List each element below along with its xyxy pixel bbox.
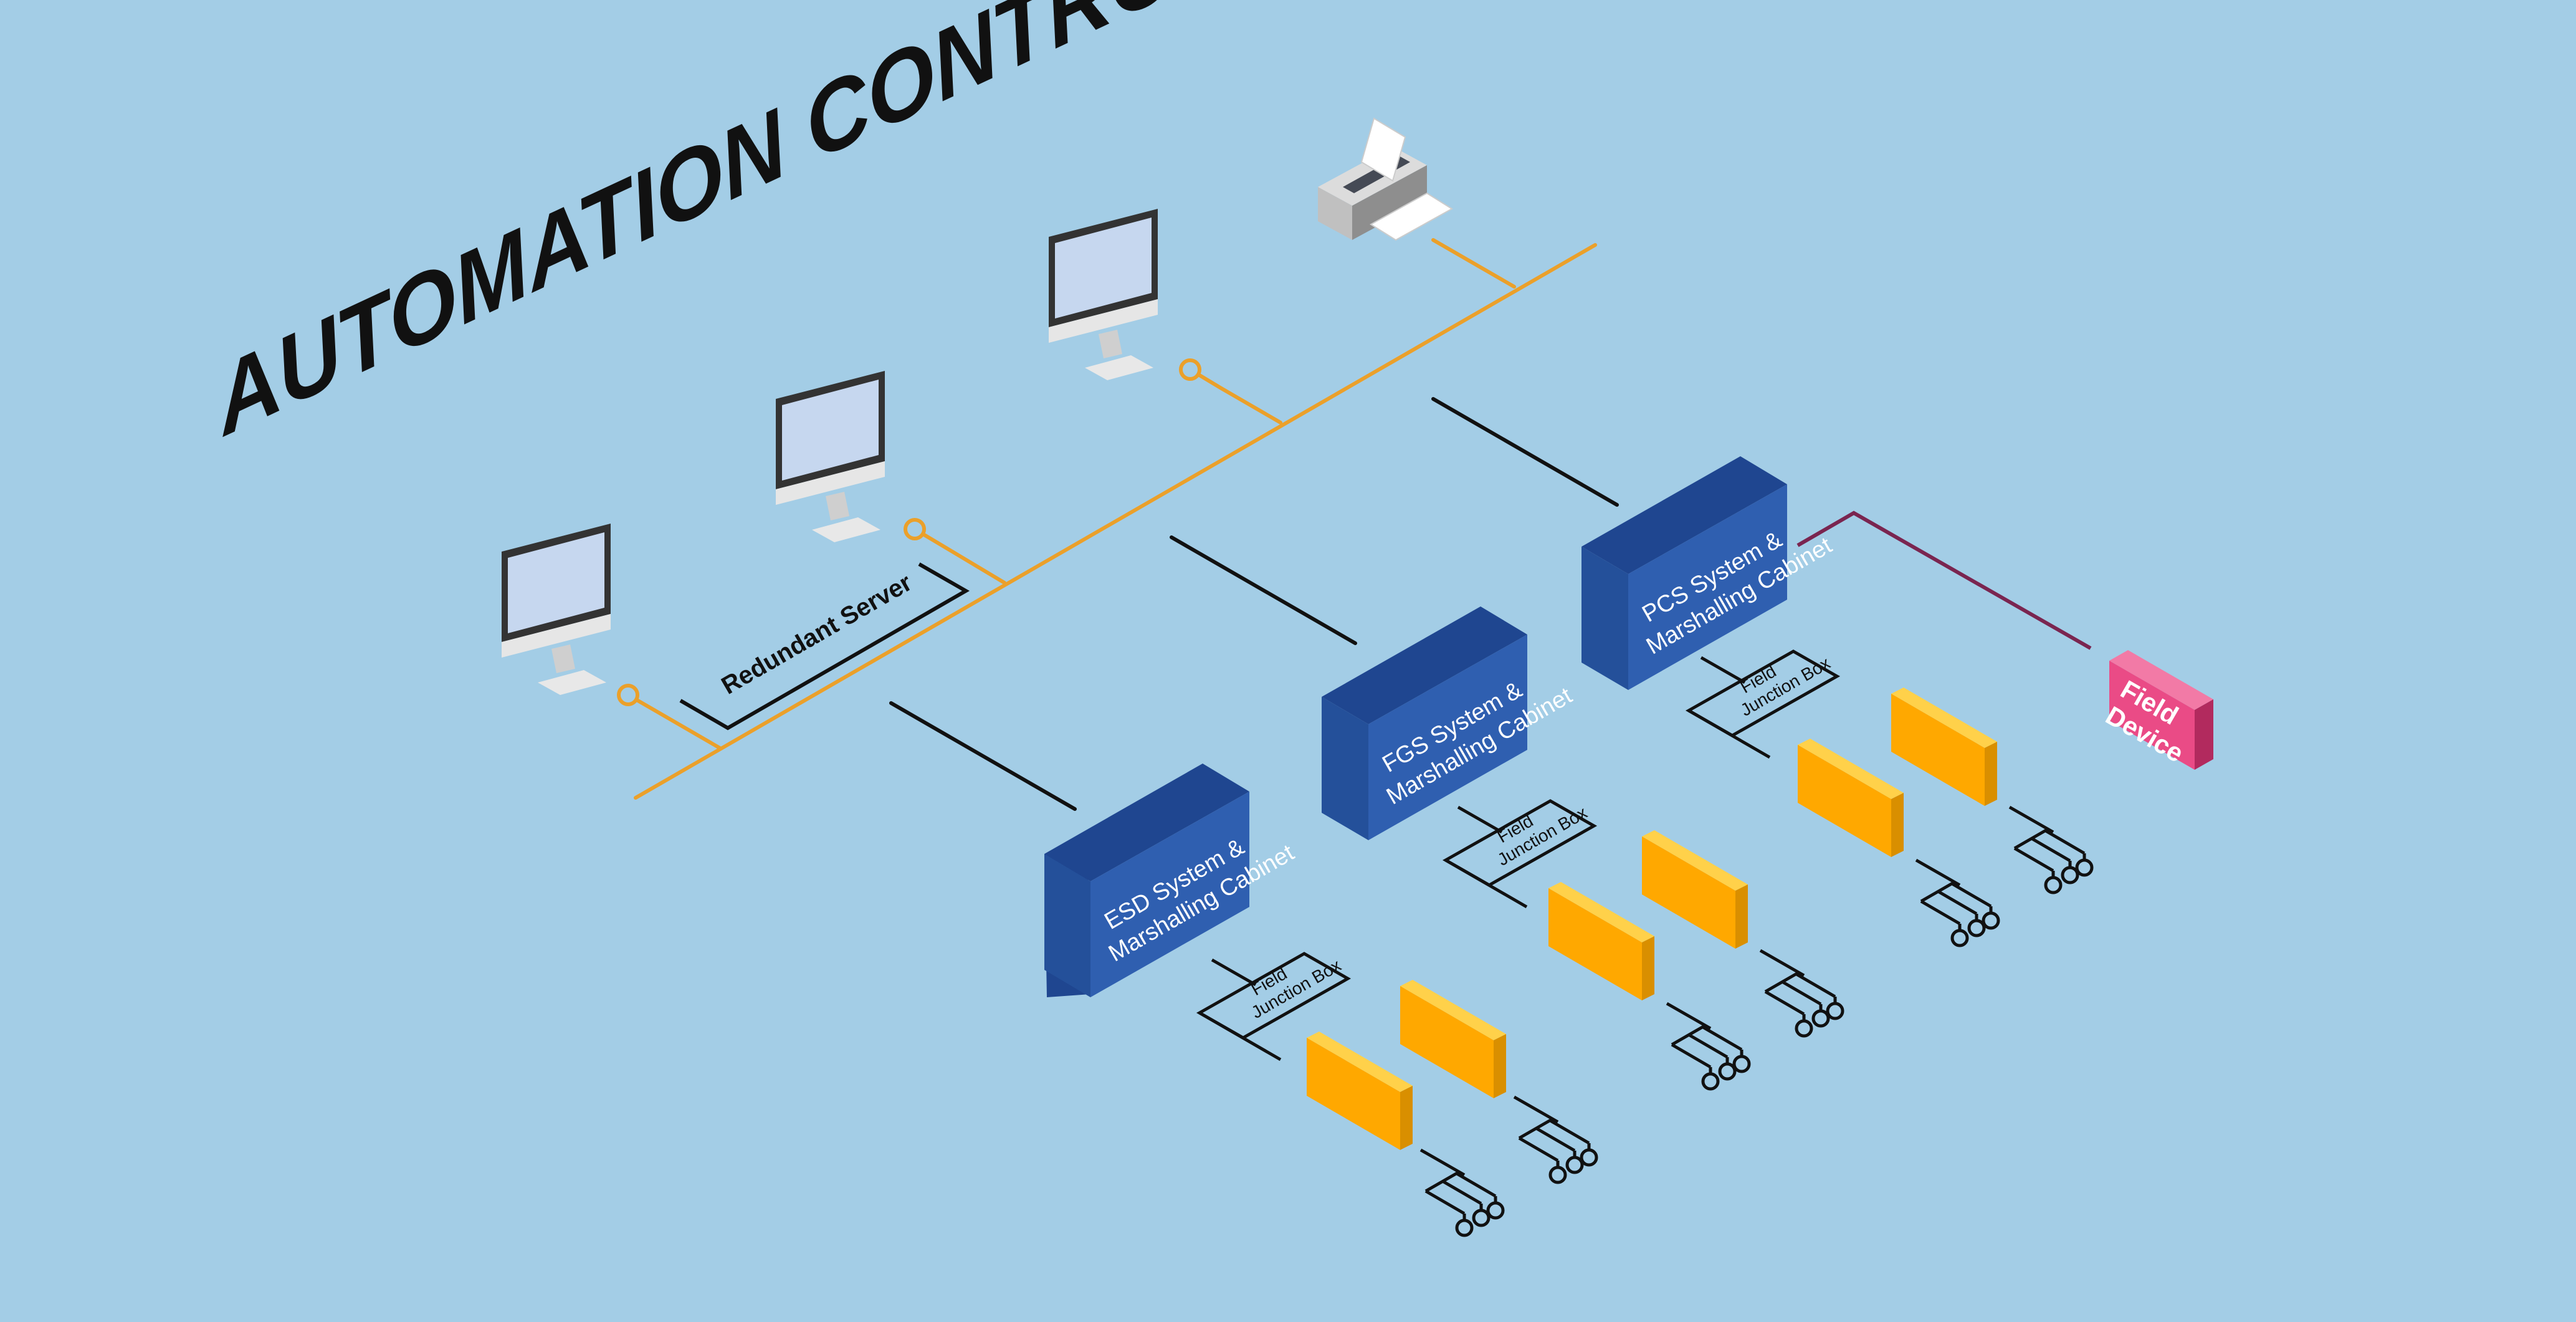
port-1 bbox=[617, 684, 639, 706]
leader-fgs bbox=[1170, 535, 1357, 645]
leader-lines bbox=[889, 397, 1619, 811]
main-bus-line bbox=[634, 243, 1597, 800]
io-module[interactable] bbox=[1798, 739, 1904, 857]
io-module[interactable] bbox=[1307, 1032, 1413, 1150]
io-module[interactable] bbox=[1548, 882, 1654, 1000]
sensor-symbol bbox=[2008, 805, 2094, 894]
io-module[interactable] bbox=[1400, 980, 1506, 1098]
io-modules bbox=[1307, 687, 1997, 1150]
monitor-icon[interactable] bbox=[502, 524, 611, 695]
redundant-server[interactable]: Redundant Server bbox=[679, 562, 970, 730]
field-device[interactable]: Field Device bbox=[2101, 650, 2214, 770]
sensor-symbol bbox=[1666, 1002, 1751, 1091]
network-ports bbox=[617, 358, 1201, 706]
server-bracket bbox=[679, 562, 970, 730]
drop-workstation-1 bbox=[626, 693, 722, 750]
io-module[interactable] bbox=[1642, 830, 1748, 949]
port-3 bbox=[1179, 358, 1201, 381]
leader-esd bbox=[889, 701, 1077, 811]
junction-box-pcs[interactable]: Field Junction Box bbox=[1685, 636, 1841, 759]
sensor-symbol bbox=[1513, 1095, 1598, 1184]
sensor-symbol bbox=[1759, 949, 1844, 1038]
drop-workstation-2 bbox=[913, 527, 1006, 585]
field-sensors bbox=[1419, 805, 2094, 1237]
monitor-icon[interactable] bbox=[1049, 209, 1158, 380]
io-module[interactable] bbox=[1891, 687, 1997, 806]
drop-workstation-3 bbox=[1188, 368, 1282, 424]
network-bus bbox=[626, 238, 1597, 800]
port-2 bbox=[904, 518, 926, 540]
sensor-symbol bbox=[1419, 1148, 1505, 1237]
drop-printer bbox=[1431, 238, 1516, 289]
printer-icon[interactable] bbox=[1318, 117, 1453, 241]
sensor-symbol bbox=[1915, 858, 2000, 947]
server-label: Redundant Server bbox=[717, 568, 917, 699]
cabinet-fgs[interactable]: FGS System & Marshalling Cabinet bbox=[1322, 606, 1577, 840]
cabinet-esd[interactable]: ESD System & Marshalling Cabinet bbox=[1044, 764, 1299, 997]
leader-pcs bbox=[1431, 397, 1619, 507]
monitor-icon[interactable] bbox=[776, 371, 885, 542]
device-link bbox=[1796, 510, 2092, 650]
